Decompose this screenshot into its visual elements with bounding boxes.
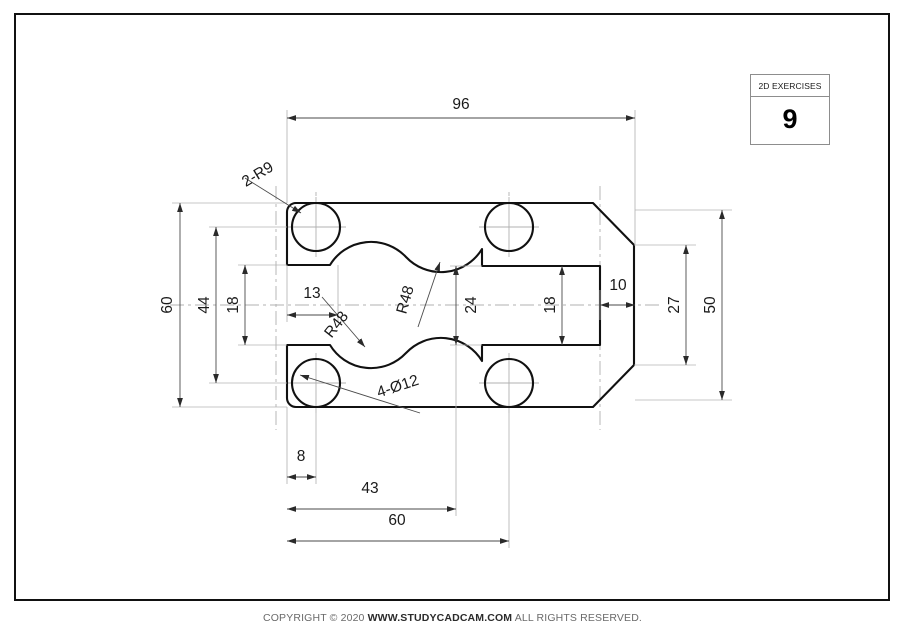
dimension-13: 13 — [286, 265, 339, 322]
footer-prefix: COPYRIGHT © 2020 — [262, 612, 368, 624]
centerlines — [170, 186, 660, 430]
hole-bottom-right — [483, 357, 535, 409]
dimension-44: 44 — [196, 226, 287, 384]
dimension-50: 50 — [635, 209, 732, 401]
dimension-43-label: 43 — [361, 480, 378, 497]
dimension-27: 27 — [634, 244, 696, 366]
dimension-27-label: 27 — [666, 296, 683, 313]
footer-suffix: ALL RIGHTS RESERVED. — [512, 612, 642, 624]
dimension-18-left: 18 — [225, 264, 287, 346]
callout-R48-lower-label: R48 — [321, 308, 352, 341]
callout-R48-upper-label: R48 — [394, 284, 418, 316]
dimension-43: 43 — [287, 345, 457, 516]
hole-bottom-left — [290, 357, 342, 409]
dimension-13-label: 13 — [303, 285, 320, 302]
dimension-60-bottom-label: 60 — [388, 512, 406, 529]
dimension-96-label: 96 — [452, 96, 469, 113]
dimension-10-label: 10 — [609, 277, 627, 294]
dimension-8: 8 — [286, 407, 317, 484]
part-outline — [285, 201, 636, 409]
title-block-header: 2D EXERCISES — [751, 75, 829, 97]
dimension-50-label: 50 — [702, 296, 719, 314]
dimension-24: 24 — [450, 265, 482, 346]
dimension-24-label: 24 — [463, 296, 480, 314]
hole-centerline-marks — [286, 197, 539, 413]
dimension-18-right-label: 18 — [542, 296, 559, 313]
dimension-60-left: 60 — [159, 202, 287, 408]
dimension-60-bottom: 60 — [287, 413, 510, 548]
hole-top-left — [290, 201, 342, 253]
callout-R48-lower: R48 — [321, 296, 366, 348]
footer-url: WWW.STUDYCADCAM.COM — [367, 612, 513, 624]
dimension-18-left-label: 18 — [225, 296, 242, 313]
dimension-96: 96 — [286, 96, 636, 245]
sheet-border — [14, 13, 890, 601]
copyright-footer: COPYRIGHT © 2020 WWW.STUDYCADCAM.COM ALL… — [0, 612, 905, 624]
holes — [290, 201, 535, 409]
callout-4-hole-diameter-label: 4-Ø12 — [375, 372, 421, 401]
dimension-8-label: 8 — [297, 448, 306, 465]
title-block: 2D EXERCISES 9 — [750, 74, 830, 145]
dimension-18-right: 18 — [542, 266, 565, 345]
dimension-44-label: 44 — [196, 296, 213, 314]
dimension-10: 10 — [599, 277, 635, 320]
hole-top-right — [483, 201, 535, 253]
title-block-number: 9 — [782, 104, 798, 134]
dimension-60-left-label: 60 — [159, 296, 176, 314]
